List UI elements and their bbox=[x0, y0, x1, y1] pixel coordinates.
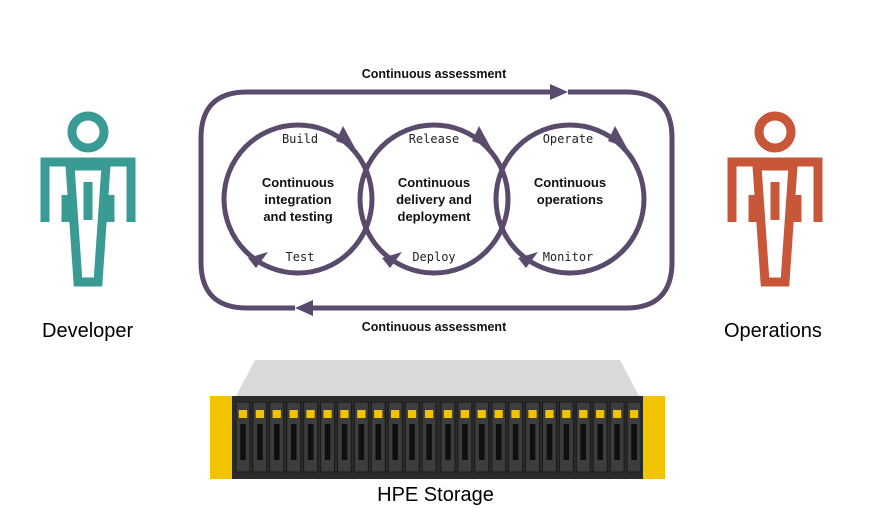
cycle-cd-circle bbox=[357, 122, 511, 276]
developer-person-icon bbox=[40, 111, 136, 287]
arrow-icon bbox=[608, 126, 627, 148]
drive-bay-latch bbox=[424, 410, 434, 418]
drive-bay-latch bbox=[357, 410, 366, 418]
drive-bay-latch bbox=[255, 410, 264, 418]
drive-bay-latch bbox=[340, 410, 349, 418]
drive-bay-latch bbox=[612, 410, 622, 418]
drive-bay-latch bbox=[407, 410, 417, 418]
drive-bay-slot bbox=[358, 424, 365, 460]
developer-label: Developer bbox=[42, 320, 134, 342]
drive-bay-slot bbox=[257, 424, 263, 460]
drive-bay-latch bbox=[443, 410, 453, 418]
cycle-ci-center-line: integration bbox=[264, 192, 331, 207]
drive-bay-slot bbox=[462, 424, 468, 460]
drive-bay-latch bbox=[511, 410, 520, 418]
operations-person-icon bbox=[727, 111, 823, 287]
arrow-right-icon bbox=[550, 84, 568, 100]
drive-bay-latch bbox=[460, 410, 469, 418]
operations-label: Operations bbox=[724, 320, 822, 342]
drive-bay-slot bbox=[307, 424, 314, 460]
cycle-ci-top-label: Build bbox=[282, 132, 318, 146]
drive-bay-slot bbox=[426, 424, 432, 460]
drive-bay-latch bbox=[391, 410, 400, 418]
drive-bay-latch bbox=[323, 410, 332, 418]
drive-bay-latch bbox=[596, 410, 605, 418]
cycle-ops-center-line: operations bbox=[537, 192, 603, 207]
drive-bay-slot bbox=[495, 424, 502, 460]
drive-bay-slot bbox=[614, 424, 620, 460]
arrow-icon bbox=[472, 126, 491, 148]
drive-bay-latch bbox=[477, 410, 486, 418]
drive-bay-latch bbox=[528, 410, 537, 418]
storage-array-icon bbox=[210, 360, 665, 479]
arrow-icon bbox=[336, 126, 355, 148]
storage-label: HPE Storage bbox=[377, 484, 494, 506]
cycle-cd-center-line: Continuous bbox=[398, 175, 470, 190]
drive-bay-latch bbox=[545, 410, 554, 418]
drive-bay-slot bbox=[274, 424, 280, 460]
drive-bay-latch bbox=[289, 410, 298, 418]
cycle-cd-center-line: deployment bbox=[398, 209, 472, 224]
arrow-icon bbox=[518, 252, 538, 268]
drive-bay-latch bbox=[579, 410, 588, 418]
drive-bay-slot bbox=[324, 424, 331, 460]
drive-bay-latch bbox=[272, 410, 281, 418]
drive-bay-latch bbox=[238, 410, 248, 418]
cycle-cd-bottom-label: Deploy bbox=[412, 250, 455, 264]
drive-bay-slot bbox=[240, 424, 246, 460]
arrow-left-icon bbox=[295, 300, 313, 316]
drive-bay-slot bbox=[597, 424, 603, 460]
cycle-ci-bottom-label: Test bbox=[286, 250, 315, 264]
cycle-cd-center-line: delivery and bbox=[396, 192, 472, 207]
drive-bay-latch bbox=[562, 410, 571, 418]
drive-bay-latch bbox=[494, 410, 503, 418]
cycle-cd-top-label: Release bbox=[409, 132, 460, 146]
drive-bay-slot bbox=[563, 424, 570, 460]
cycle-ops-top-label: Operate bbox=[543, 132, 594, 146]
drive-bay-slot bbox=[290, 424, 297, 460]
cycle-ci-circle bbox=[221, 122, 375, 276]
arrow-icon bbox=[382, 252, 402, 268]
drive-bay-slot bbox=[529, 424, 536, 460]
drive-bay-slot bbox=[341, 424, 348, 460]
cycle-circles bbox=[221, 122, 647, 276]
drive-bay-slot bbox=[631, 424, 637, 460]
drive-bay-slot bbox=[445, 424, 451, 460]
cycle-ops-center-line: Continuous bbox=[534, 175, 606, 190]
drive-bay-slot bbox=[409, 424, 415, 460]
drive-bay-latch bbox=[374, 410, 383, 418]
drive-bay-slot bbox=[392, 424, 398, 460]
drive-bay-slot bbox=[580, 424, 587, 460]
cycle-ci-center-line: Continuous bbox=[262, 175, 334, 190]
loop-top-label: Continuous assessment bbox=[362, 67, 507, 81]
drive-bay-slot bbox=[512, 424, 519, 460]
drive-bay-latch bbox=[306, 410, 315, 418]
loop-bottom-label: Continuous assessment bbox=[362, 320, 507, 334]
arrow-icon bbox=[248, 252, 268, 268]
drive-bay-slot bbox=[546, 424, 553, 460]
cycle-ops-bottom-label: Monitor bbox=[543, 250, 594, 264]
cycle-ci-center-line: and testing bbox=[263, 209, 332, 224]
drive-bay-slot bbox=[375, 424, 382, 460]
continuous-assessment-loop bbox=[198, 84, 675, 316]
cycle-arrows bbox=[248, 126, 627, 268]
cycle-ops-circle bbox=[493, 122, 647, 276]
drive-bay-latch bbox=[629, 410, 639, 418]
drive-bay-slot bbox=[479, 424, 485, 460]
